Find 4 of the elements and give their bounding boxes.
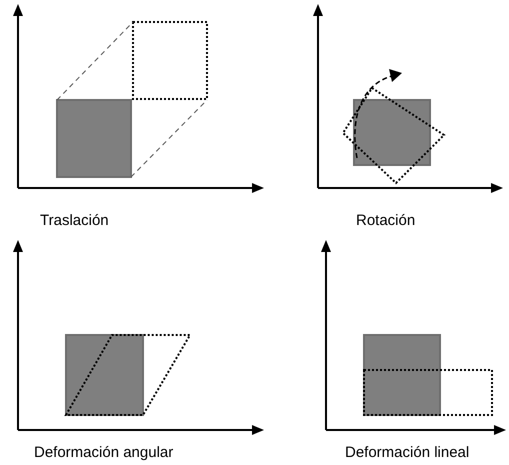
caption: Deformación lineal xyxy=(345,443,470,463)
caption: Traslación xyxy=(40,211,109,231)
caption: Rotación xyxy=(356,211,416,231)
caption: Deformación angular xyxy=(34,443,174,463)
